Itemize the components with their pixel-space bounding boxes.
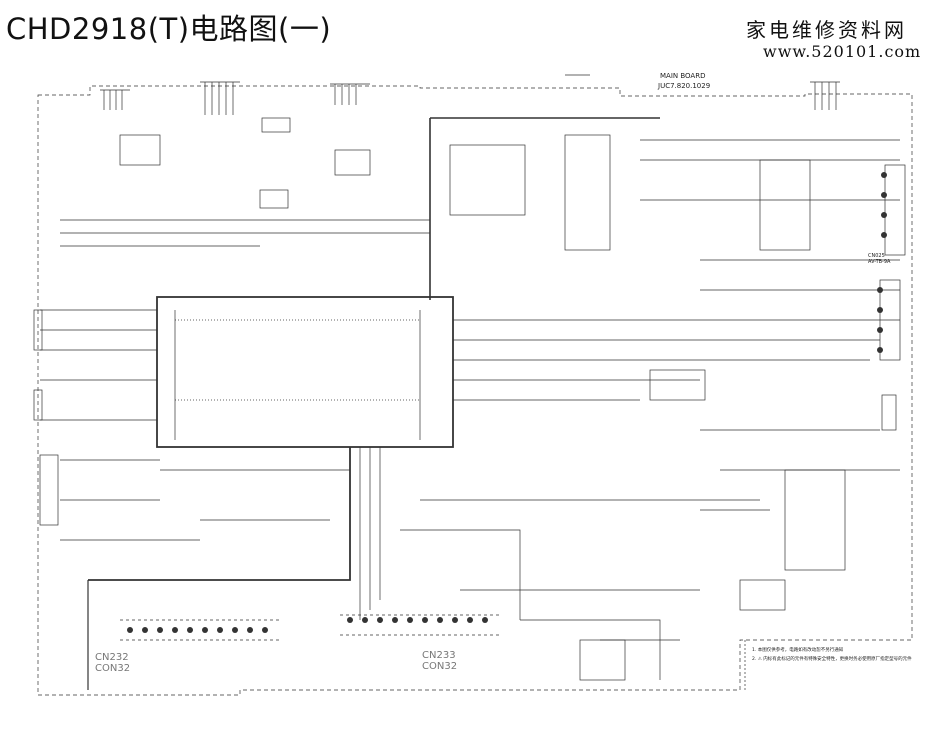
ic-mid-right: [649, 369, 706, 401]
board-outline: [37, 85, 913, 696]
av-switch-ic: [759, 159, 811, 251]
ic-top-left: [119, 134, 161, 166]
main-ic-block: [156, 296, 454, 448]
note-2: 2. ⚠ 内标有此标记的元件有特殊安全特性，更换时务必使用原厂指定型号的元件: [752, 655, 912, 662]
board-name: MAIN BOARD: [660, 72, 705, 80]
tuner-ic: [564, 134, 611, 251]
av-connector-type: AV-TB-9A: [868, 259, 891, 265]
regulator-ic: [579, 639, 626, 681]
connector-left-name: CN232: [95, 652, 129, 663]
ic-audio: [334, 149, 371, 176]
sound-ic: [449, 144, 526, 216]
ic-top-mid: [261, 117, 291, 133]
connector-left-type: CON32: [95, 663, 130, 674]
brand-url: www.520101.com: [763, 42, 922, 61]
lower-left-block: [88, 447, 351, 581]
rgb-connector-outline: [879, 279, 901, 361]
brand-watermark: 家电维修资料网: [746, 18, 907, 42]
connector-right-type: CON32: [422, 661, 457, 672]
av-connector-name: CN025: [868, 253, 885, 259]
connector-right-name: CN233: [422, 650, 456, 661]
transformer: [739, 579, 786, 611]
power-ic: [784, 469, 846, 571]
ic-small: [259, 189, 289, 209]
page-title: CHD2918(T)电路图(一): [6, 12, 332, 46]
av-connector-outline: [884, 164, 906, 256]
note-1: 1. 本图仅供参考，电路如有改动恕不另行通知: [752, 646, 844, 653]
board-code: JUC7.820.1029: [657, 82, 710, 90]
